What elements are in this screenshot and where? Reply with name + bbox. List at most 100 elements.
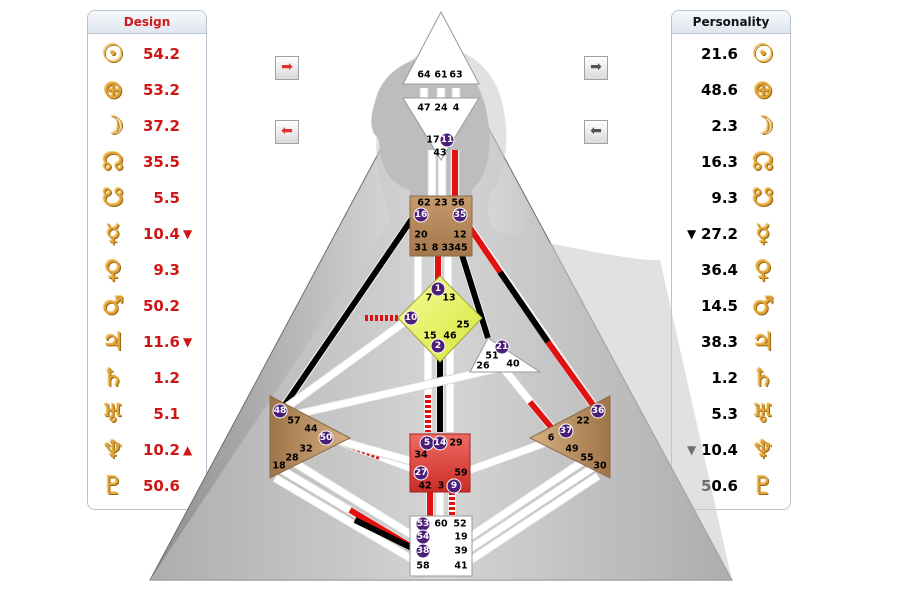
gate-number: 54 (417, 532, 430, 542)
personality-value: 9.3 (711, 189, 738, 207)
personality-row: ♃ 38.3 (672, 325, 790, 361)
channel-55-39 (463, 465, 594, 555)
venus-icon: ♀ (753, 255, 773, 284)
gate-number: 44 (304, 424, 318, 435)
personality-value: 1.2 (711, 369, 738, 387)
personality-value: 2.3 (711, 117, 738, 135)
gate-number: 36 (592, 406, 605, 416)
channel-54-black (353, 517, 422, 555)
personality-value: 27.2 (700, 225, 738, 243)
design-row: ☉54.2 (88, 37, 206, 73)
channel-35-active-black (497, 270, 551, 344)
neptune-icon: ♆ (101, 435, 125, 464)
activation-dot (413, 207, 429, 223)
activation-dot (439, 132, 455, 148)
personality-value: 38.3 (700, 333, 738, 351)
gate-number: 52 (453, 519, 466, 530)
gate-number: 40 (506, 359, 520, 370)
channel-36-active-red (545, 340, 601, 414)
design-prev-button[interactable]: ⬅ (275, 120, 299, 144)
gate-number: 37 (560, 426, 573, 436)
design-value: 5.5 (153, 189, 180, 207)
design-value: 10.2 (142, 441, 180, 459)
gate-number: 64 (417, 70, 431, 81)
activation-dot (558, 423, 574, 439)
personality-value: 48.6 (700, 81, 738, 99)
gate-number: 2 (435, 341, 441, 351)
personality-value: 16.3 (700, 153, 738, 171)
channel-16-48-active (277, 208, 421, 414)
saturn-icon: ♄ (101, 363, 125, 392)
gate-number: 10 (405, 313, 418, 323)
channel-49-19 (463, 457, 587, 543)
gate-number: 27 (415, 468, 428, 478)
personality-row: ⊕ 48.6 (672, 73, 790, 109)
gate-number: 16 (415, 210, 428, 220)
saturn-icon: ♄ (751, 363, 775, 392)
pluto-icon: ♇ (101, 471, 125, 500)
earth-icon: ⊕ (752, 75, 774, 104)
design-value: 50.6 (142, 477, 180, 495)
gate-number: 6 (548, 433, 555, 444)
gate-number: 23 (434, 198, 447, 209)
activation-dot (432, 435, 448, 451)
gate-number: 60 (434, 519, 448, 530)
mars-icon: ♂ (101, 291, 125, 320)
activation-dot (415, 543, 431, 559)
personality-row: ♂14.5 (672, 289, 790, 325)
gate-number: 18 (272, 461, 286, 472)
south-node-icon: ☋ (101, 183, 125, 212)
detriment-arrow-icon: ▼ (687, 227, 697, 241)
gate-number: 3 (438, 481, 445, 492)
gate-number: 20 (414, 230, 428, 241)
gate-number: 51 (485, 351, 498, 362)
design-row: ♄ 1.2 (88, 361, 206, 397)
gate-number: 56 (451, 198, 465, 209)
gate-number: 30 (593, 461, 607, 472)
design-value: 54.2 (142, 45, 180, 63)
jupiter-icon: ♃ (751, 327, 775, 356)
personality-prev-button[interactable]: ⬅ (584, 120, 608, 144)
channel-45-21-active (459, 254, 491, 339)
moon-icon: ☽ (751, 111, 775, 140)
gate-number: 19 (454, 532, 467, 543)
personality-next-button[interactable]: ➡ (584, 56, 608, 80)
gate-number: 5 (424, 438, 430, 448)
design-row: ♇ 50.6 (88, 469, 206, 505)
activation-dot (452, 207, 468, 223)
personality-row: ♅5.3 (672, 397, 790, 433)
gate-number: 15 (423, 331, 436, 342)
spleen-center (269, 395, 352, 479)
design-value: 11.6 (142, 333, 180, 351)
gate-number: 28 (285, 453, 299, 464)
gate-number: 38 (417, 546, 430, 556)
design-next-button[interactable]: ➡ (275, 56, 299, 80)
channel-30-41 (463, 473, 600, 567)
gate-number: 13 (442, 293, 455, 304)
gate-number: 24 (434, 103, 448, 114)
gate-number: 39 (454, 546, 467, 557)
detriment-arrow-icon: ▼ (183, 227, 193, 241)
personality-panel: Personality ☉21.6⊕48.6☽2.3☊16.3☋9.3☿27.2… (671, 10, 791, 510)
personality-row: ☉21.6 (672, 37, 790, 73)
design-rows: ☉54.2⊕53.2☽37.2☊35.5☋5.5☿10.4▼♀9.3♂50.2♃… (88, 37, 206, 505)
earth-icon: ⊕ (102, 75, 124, 104)
activation-dot (318, 430, 334, 446)
gate-number: 58 (416, 561, 430, 572)
activation-dot (446, 478, 462, 494)
channel-10-57 (277, 315, 413, 415)
north-node-icon: ☊ (751, 147, 775, 176)
gate-number: 8 (432, 243, 439, 254)
design-value: 1.2 (153, 369, 180, 387)
throat-center (409, 195, 473, 257)
mercury-icon: ☿ (755, 219, 771, 248)
gate-number: 50 (320, 433, 333, 443)
exalted-arrow-icon: ▲ (183, 443, 193, 457)
design-value: 37.2 (142, 117, 180, 135)
gate-number: 26 (476, 361, 490, 372)
activation-dot (590, 403, 606, 419)
ego-center (469, 337, 542, 373)
jupiter-icon: ♃ (101, 327, 125, 356)
